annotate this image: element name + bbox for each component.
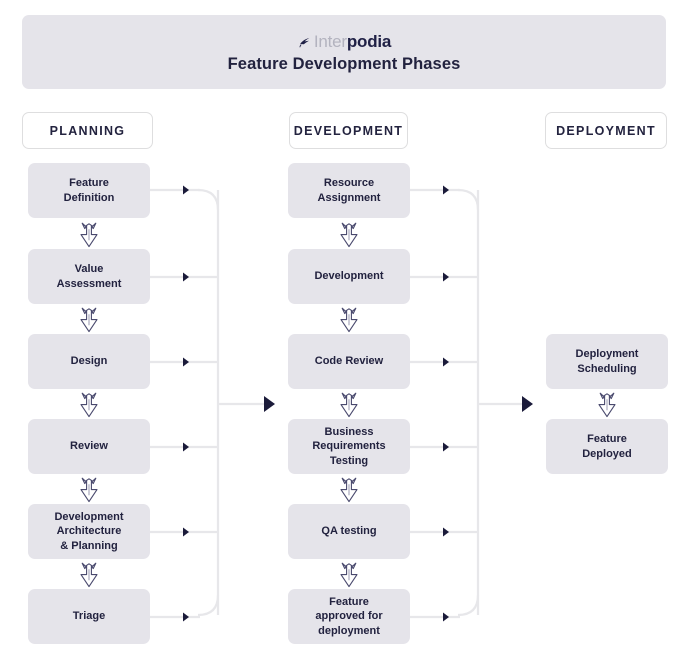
process-box-planning-6[interactable]: Triage [28,589,150,644]
down-arrow-icon-development-3 [338,392,360,418]
interpodia-mark-icon [299,37,310,47]
process-box-development-3[interactable]: Code Review [288,334,410,389]
down-arrow-icon-planning-5 [78,562,100,588]
merge-arrow-development-to-deployment [522,396,533,412]
down-arrow-icon-planning-3 [78,392,100,418]
column-header-planning[interactable]: PLANNING [22,112,153,149]
page-banner: Inter podia Feature Development Phases [22,15,666,89]
branch-arrow-planning-5 [183,527,189,537]
branch-arrow-development-4 [443,442,449,452]
down-arrow-icon-deployment-1 [596,392,618,418]
down-arrow-icon-development-4 [338,477,360,503]
merge-arrow-planning-to-development [264,396,275,412]
branch-arrow-planning-3 [183,357,189,367]
branch-arrow-planning-2 [183,272,189,282]
down-arrow-icon-development-1 [338,222,360,248]
process-box-development-2[interactable]: Development [288,249,410,304]
column-header-deployment[interactable]: DEPLOYMENT [545,112,667,149]
logo-text-light: Inter [313,31,347,51]
branch-arrow-development-5 [443,527,449,537]
branch-arrow-planning-4 [183,442,189,452]
down-arrow-icon-development-2 [338,307,360,333]
process-box-planning-3[interactable]: Design [28,334,150,389]
page-title: Feature Development Phases [227,54,461,73]
branch-arrow-development-6 [443,612,449,622]
process-box-development-5[interactable]: QA testing [288,504,410,559]
down-arrow-icon-planning-2 [78,307,100,333]
down-arrow-icon-development-5 [338,562,360,588]
branch-arrow-planning-6 [183,612,189,622]
brand-logo: Inter podia [297,31,391,53]
down-arrow-icon-planning-1 [78,222,100,248]
branch-arrow-development-1 [443,185,449,195]
column-header-development[interactable]: DEVELOPMENT [289,112,408,149]
process-box-planning-4[interactable]: Review [28,419,150,474]
branch-arrow-planning-1 [183,185,189,195]
logo-text-bold: podia [346,31,392,51]
down-arrow-icon-planning-4 [78,477,100,503]
branch-arrow-development-3 [443,357,449,367]
branch-arrow-development-2 [443,272,449,282]
